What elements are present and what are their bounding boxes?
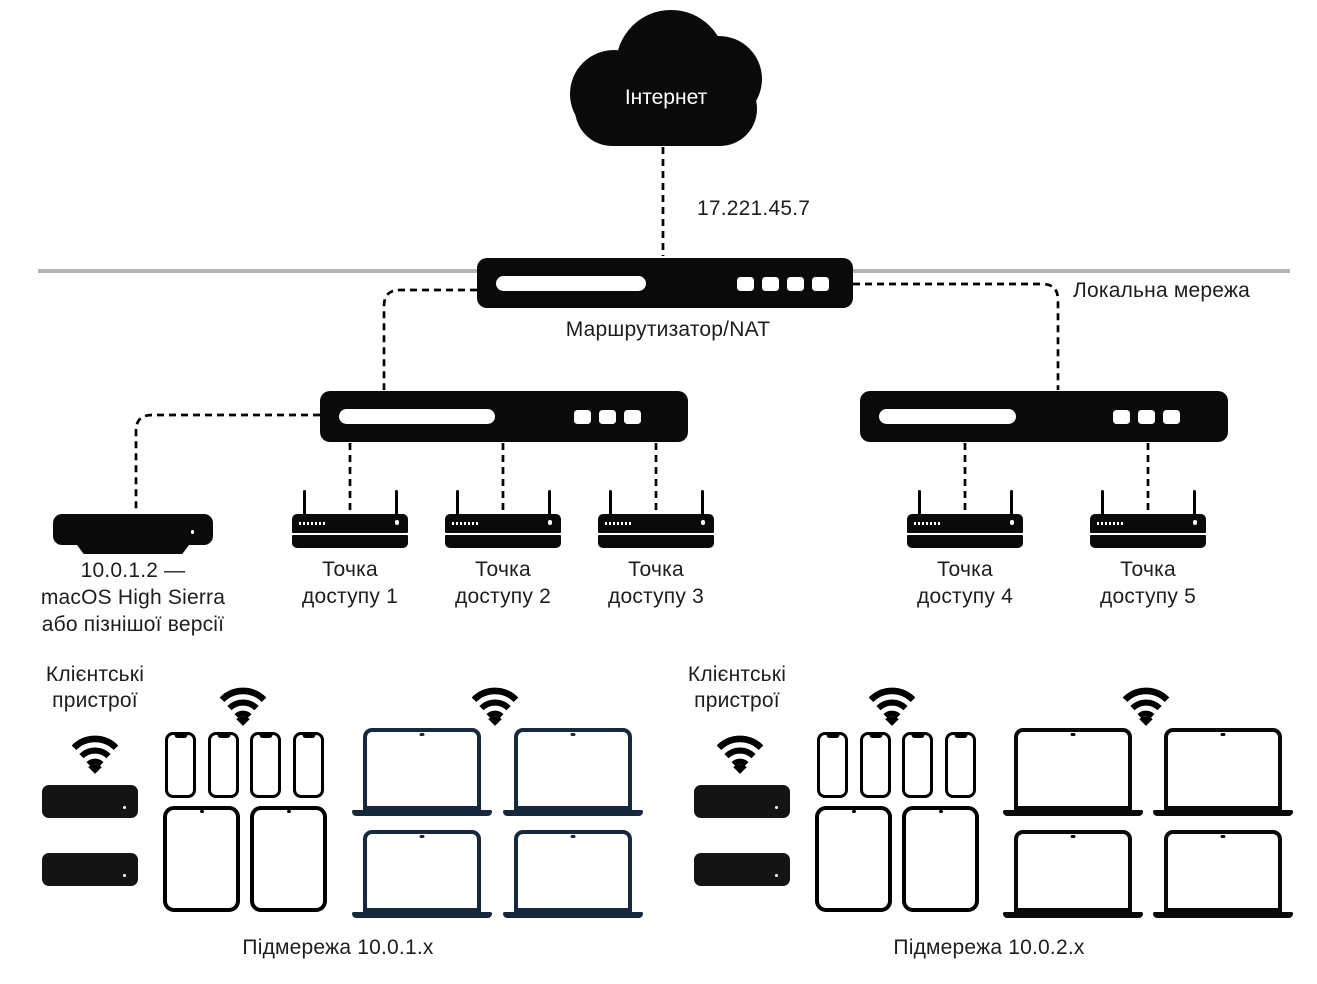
iphone-icon [250,732,281,798]
switch-ports [574,410,641,424]
access-point-icon [598,490,714,548]
subnet-label: Підмережа 10.0.1.x [242,936,434,959]
ipad-icon [163,806,240,912]
router-display-bar [496,276,646,291]
port-led [812,277,829,291]
apple-tv-icon [42,785,138,818]
server-label: 10.0.1.2 — macOS High Sierra або пізнішо… [40,559,226,636]
access-point-icon [907,490,1023,548]
iphone-icon [165,732,196,798]
subnet-label: Підмережа 10.0.2.x [893,936,1085,959]
wifi-icon [716,735,764,774]
wifi-icon [71,735,119,774]
macbook-icon [503,728,643,816]
wifi-icon [219,687,267,726]
switch-ports [1113,410,1180,424]
macbook-icon [1153,830,1293,918]
ipad-icon [902,806,979,912]
port-led [787,277,804,291]
router-ports [737,277,829,291]
access-point-icon [1090,490,1206,548]
macbook-icon [352,728,492,816]
port-led [737,277,754,291]
internet-cloud-icon: Інтернет [570,10,762,146]
ipad-icon [250,806,327,912]
macbook-icon [503,830,643,918]
macbook-icon [352,830,492,918]
ap-label: Точка доступу 2 [455,558,551,608]
ap-label: Точка доступу 4 [917,558,1013,608]
internet-label: Інтернет [624,86,708,109]
iphone-icon [860,732,891,798]
iphone-icon [902,732,933,798]
wan-ip-label: 17.221.45.7 [697,197,811,220]
wifi-icon [1122,687,1170,726]
ap-label: Точка доступу 3 [608,558,704,608]
port-led [1138,410,1155,424]
lan-label: Локальна мережа [1073,279,1251,302]
ipad-icon [815,806,892,912]
apple-tv-icon [42,853,138,886]
port-led [624,410,641,424]
switch-display-bar [339,409,495,424]
port-led [1163,410,1180,424]
apple-tv-icon [694,853,790,886]
iphone-icon [945,732,976,798]
connector-router-switch-left [382,288,477,390]
macbook-icon [1153,728,1293,816]
port-led [574,410,591,424]
port-led [762,277,779,291]
network-switch-left-icon [320,391,688,442]
ap-label: Точка доступу 1 [302,558,398,608]
mac-server-icon [53,514,213,554]
client-devices-label: Клієнтські пристрої [687,663,787,712]
switch-display-bar [879,409,1016,424]
macbook-icon [1003,728,1143,816]
macbook-icon [1003,830,1143,918]
ap-label: Точка доступу 5 [1100,558,1196,608]
port-led [599,410,616,424]
iphone-icon [293,732,324,798]
access-point-icon [292,490,408,548]
wifi-icon [868,687,916,726]
connector-router-switch-right [853,282,1060,390]
router-icon [477,258,853,308]
port-led [1113,410,1130,424]
network-switch-right-icon [860,391,1228,442]
client-devices-label: Клієнтські пристрої [45,663,145,712]
wifi-icon [471,687,519,726]
router-label: Маршрутизатор/NAT [565,318,771,341]
iphone-icon [817,732,848,798]
iphone-icon [208,732,239,798]
access-point-icon [445,490,561,548]
apple-tv-icon [694,785,790,818]
